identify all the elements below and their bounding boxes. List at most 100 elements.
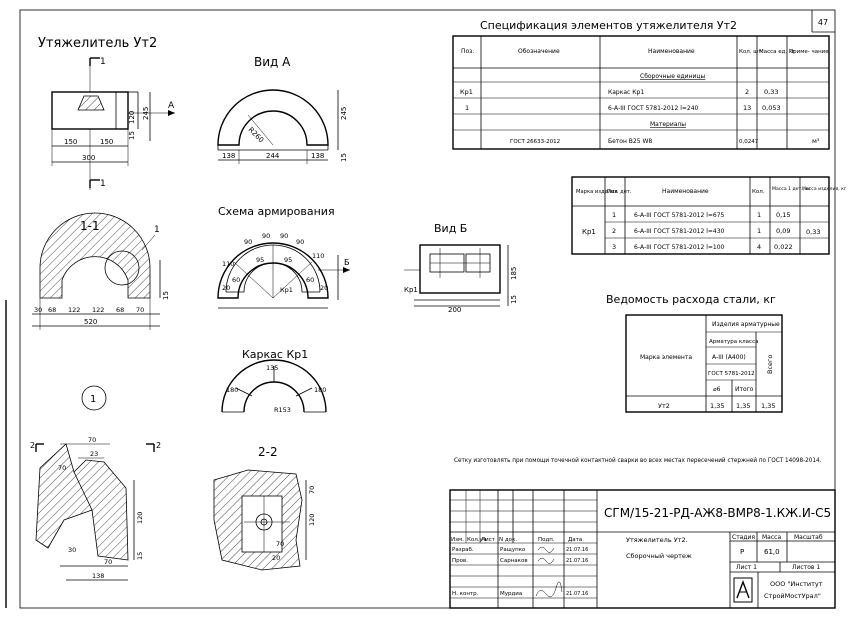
spec-row4-name: Бетон В25 W8 — [608, 138, 652, 145]
dim-plan-300: 300 — [82, 154, 95, 162]
sheet-frame — [19, 9, 836, 609]
steel-h-class: Арматура класса — [709, 339, 758, 345]
dim-s11-30: 30 — [34, 306, 42, 314]
dim-s22-20: 20 — [272, 554, 280, 562]
dim-s11-70: 70 — [136, 306, 144, 314]
dim-plan-150a: 150 — [64, 138, 77, 146]
section-22: 70 120 70 20 — [213, 469, 316, 571]
scheme-title: Схема армирования — [218, 205, 335, 218]
dim-sc-95a: 95 — [256, 256, 264, 264]
dim-d1-70c: 70 — [104, 558, 112, 566]
ft-r2-pos: 2 — [612, 227, 616, 235]
ft-h-mark: Марка изделия — [576, 189, 618, 195]
spec-row1-qty: 2 — [745, 88, 749, 96]
dim-vb-200: 200 — [448, 306, 461, 314]
dim-sc-60a: 60 — [232, 276, 240, 284]
cut-1-top: 1 — [100, 57, 106, 67]
dim-vb-185: 185 — [510, 267, 518, 280]
cut-1-bottom: 1 — [100, 179, 106, 189]
dim-d1-138: 138 — [92, 572, 104, 580]
ft-mark: Кр1 — [582, 228, 596, 236]
signature-3 — [535, 581, 563, 598]
detail-1-number: 1 — [90, 394, 96, 405]
spec-h-mass: Масса ед. кг — [759, 49, 795, 55]
spec-h-designation: Обозначение — [518, 48, 560, 55]
ft-h-name: Наименование — [662, 188, 709, 195]
dim-d1-70a: 70 — [88, 436, 96, 444]
spec-row2-mass: 0,053 — [762, 104, 781, 112]
dim-d1-30: 30 — [68, 546, 76, 554]
dim-va-244: 244 — [266, 152, 280, 160]
spec-row2-pos: 1 — [465, 104, 469, 112]
ft-r1-name: 6-А-III ГОСТ 5781-2012 l=675 — [634, 212, 725, 219]
stamp-h-ndok: N док. — [499, 537, 517, 543]
stamp-razrab-date: 21.07.16 — [566, 547, 588, 553]
org-line-2: СтройМостУрал" — [764, 592, 821, 600]
org-line-1: ООО "Институт — [770, 580, 823, 588]
steel-h-mark: Марка элемента — [640, 354, 692, 361]
dim-sc-90d: 90 — [296, 238, 304, 246]
ft-h-qty: Кол. — [752, 189, 765, 195]
stamp-h-podp: Подп. — [538, 537, 555, 543]
section-22-title: 2-2 — [258, 445, 278, 459]
spec-h-name: Наименование — [648, 48, 695, 55]
section-11: 1 30 68 122 122 68 70 520 15 — [32, 212, 170, 330]
stamp-stage: Р — [740, 548, 744, 556]
dim-s11-122a: 122 — [68, 306, 80, 314]
steel-row-d: 1,35 — [710, 402, 724, 410]
steel-title: Ведомость расхода стали, кг — [606, 293, 776, 306]
frame-kr1: 180 135 180 R153 — [221, 359, 327, 414]
stamp-h-mass: Масса — [762, 534, 781, 541]
steel-h-group: Изделия арматурные — [712, 321, 780, 328]
dim-d1-120: 120 — [136, 512, 144, 524]
stamp-h-kol: Кол.уч — [467, 537, 486, 543]
stamp-mass: 61,0 — [764, 548, 780, 556]
spec-row2-name: 6-А-III ГОСТ 5781-2012 l=240 — [608, 105, 699, 112]
view-b: Кр1 200 185 15 — [404, 244, 518, 314]
ft-r2-qty: 1 — [757, 227, 761, 235]
spec-row3-name: Материалы — [650, 121, 686, 128]
signature-1 — [537, 546, 555, 553]
spec-row4-qty: 0,0247 — [739, 139, 759, 145]
stamp-nkontr: Н. контр. — [452, 591, 479, 597]
cut-2-right: 2 — [156, 441, 161, 450]
plan-view: А 1 1 150 150 300 120 245 15 — [51, 57, 175, 190]
stamp-sheet: Лист 1 — [736, 564, 757, 571]
page-number: 47 — [818, 18, 828, 27]
title-block: СГМ/15-21-РД-АЖ8-ВМР8-1.КЖ.И-С5 Изм. Кол… — [449, 489, 836, 609]
spec-row2-qty: 13 — [743, 104, 751, 112]
dim-sc-110a: 110 — [222, 260, 234, 268]
spec-h-pos: Поз. — [461, 48, 474, 55]
spec-title: Спецификация элементов утяжелителя Ут2 — [480, 19, 737, 32]
stamp-razrab-name: Ращупко — [500, 547, 526, 553]
view-a-title: Вид А — [254, 55, 291, 69]
ft-r2-name: 6-А-III ГОСТ 5781-2012 l=430 — [634, 228, 725, 235]
dim-va-245: 245 — [340, 107, 348, 120]
ft-r3-name: 6-А-III ГОСТ 5781-2012 l=100 — [634, 244, 725, 251]
ft-r3-mass: 0,022 — [774, 243, 793, 251]
dim-frame-180b: 180 — [314, 386, 326, 394]
dim-plan-15: 15 — [128, 131, 136, 140]
reinforcement-scheme: Б 90 90 90 90 110 110 95 95 60 60 20 20 … — [217, 232, 350, 309]
spec-row4-designation: ГОСТ 26633-2012 — [510, 139, 560, 145]
spec-h-qty: Кол. шт. — [739, 49, 764, 55]
dim-frame-180a: 180 — [226, 386, 238, 394]
dim-sc-90b: 90 — [262, 232, 270, 240]
dim-s11-520: 520 — [84, 318, 97, 326]
stamp-prov-name: Сарнаков — [500, 558, 528, 564]
dim-sc-20b: 20 — [320, 284, 328, 292]
spec-row1-name: Каркас Кр1 — [608, 89, 644, 96]
stamp-razrab: Разраб. — [452, 547, 474, 553]
steel-h-a: А-III (А400) — [712, 354, 746, 361]
view-b-title: Вид Б — [434, 222, 467, 235]
stamp-prov: Пров. — [452, 558, 468, 564]
dim-s22-70a: 70 — [308, 486, 316, 494]
signature-2 — [537, 557, 555, 564]
ft-r1-pos: 1 — [612, 211, 616, 219]
dim-plan-120: 120 — [128, 111, 136, 124]
ft-r2-mass: 0,09 — [776, 227, 790, 235]
ft-r1-qty: 1 — [757, 211, 761, 219]
dim-d1-70b: 70 — [58, 464, 66, 472]
view-a: 138 244 138 R260 245 15 — [217, 89, 348, 164]
doc-code: СГМ/15-21-РД-АЖ8-ВМР8-1.КЖ.И-С5 — [604, 506, 831, 520]
